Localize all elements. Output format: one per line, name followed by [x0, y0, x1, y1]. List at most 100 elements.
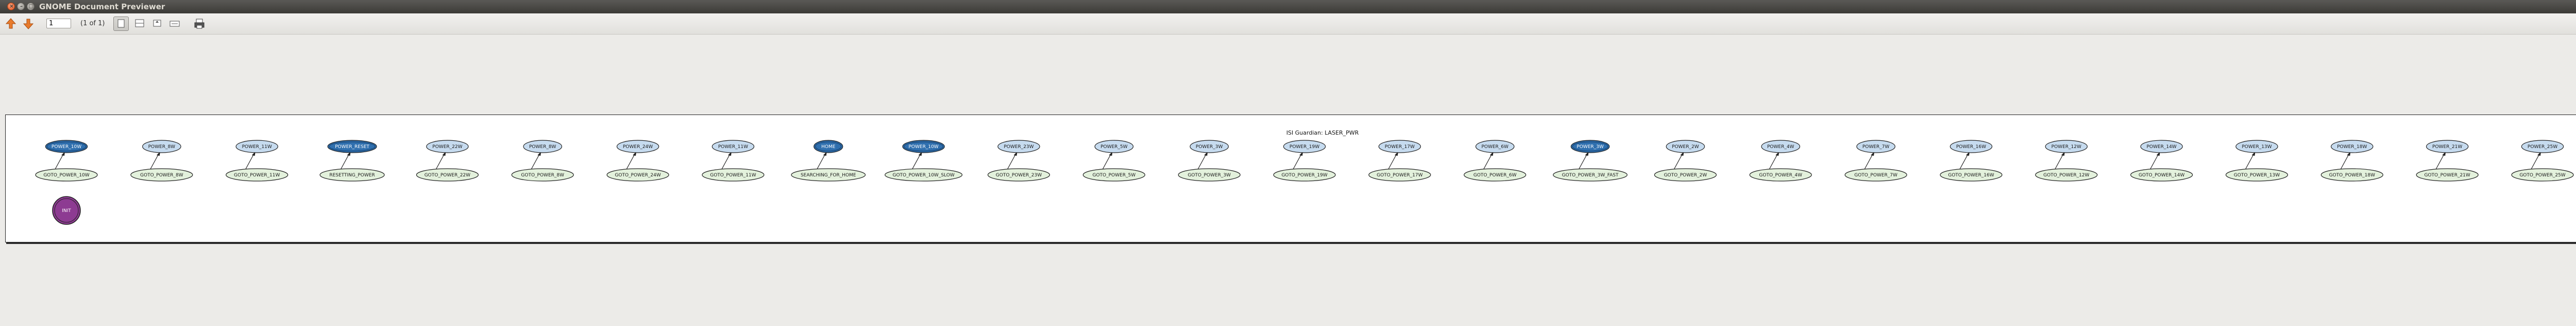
state-node-label: POWER_4W [1767, 144, 1794, 150]
transition-node: GOTO_POWER_25W [2511, 168, 2574, 182]
transition-node-label: GOTO_POWER_3W_FAST [1562, 173, 1619, 178]
transition-node: GOTO_POWER_24W [606, 168, 669, 182]
state-node-label: POWER_3W [1196, 144, 1223, 150]
transition-node-label: GOTO_POWER_13W [2234, 173, 2280, 178]
state-node: POWER_24W [616, 140, 659, 153]
zoom-width-icon [170, 21, 180, 27]
state-node-label: POWER_8W [529, 144, 556, 150]
state-node: POWER_11W [711, 140, 755, 153]
state-node-label: POWER_14W [2147, 144, 2177, 150]
transition-node: GOTO_POWER_5W [1082, 168, 1145, 182]
state-node: POWER_7W [1856, 140, 1895, 153]
go-down-icon [23, 19, 34, 29]
transition-node: GOTO_POWER_12W [2035, 168, 2098, 182]
transition-node: GOTO_POWER_7W [1844, 168, 1907, 182]
state-node-label: POWER_11W [718, 144, 748, 150]
state-node: POWER_12W [2045, 140, 2088, 153]
state-node-label: POWER_12W [2052, 144, 2081, 150]
state-node: POWER_3W [1570, 140, 1610, 153]
state-node-label: POWER_24W [623, 144, 653, 150]
previous-page-button[interactable] [3, 17, 19, 31]
transition-node: GOTO_POWER_19W [1273, 168, 1336, 182]
continuous-view-button[interactable] [132, 17, 147, 31]
state-node-label: POWER_16W [1956, 144, 1986, 150]
transition-node-label: GOTO_POWER_11W [234, 173, 280, 178]
minimize-icon: – [20, 4, 23, 9]
next-page-button[interactable] [21, 17, 36, 31]
state-node: POWER_18W [2331, 140, 2374, 153]
state-node: HOME [814, 140, 843, 153]
transition-node-label: GOTO_POWER_2W [1664, 173, 1707, 178]
init-node-label: INIT [62, 208, 71, 214]
transition-node-label: GOTO_POWER_11W [710, 173, 756, 178]
transition-node: GOTO_POWER_14W [2130, 168, 2193, 182]
page-number-input[interactable] [46, 19, 71, 28]
minimize-window-button[interactable]: – [17, 3, 25, 10]
continuous-icon [135, 19, 144, 27]
transition-node: GOTO_POWER_11W [226, 168, 289, 182]
state-node: POWER_19W [1283, 140, 1326, 153]
transition-node: GOTO_POWER_16W [1940, 168, 2003, 182]
transition-node-label: GOTO_POWER_7W [1854, 173, 1897, 178]
transition-node: GOTO_POWER_11W [702, 168, 765, 182]
transition-node-label: GOTO_POWER_21W [2424, 173, 2470, 178]
maximize-window-button[interactable]: □ [27, 3, 35, 10]
transition-node: GOTO_POWER_21W [2416, 168, 2479, 182]
state-node: POWER_2W [1666, 140, 1705, 153]
transition-node-label: GOTO_POWER_4W [1759, 173, 1802, 178]
transition-node-label: GOTO_POWER_8W [140, 173, 183, 178]
transition-node-label: SEARCHING_FOR_HOME [801, 173, 856, 178]
state-node-label: POWER_10W [52, 144, 81, 150]
transition-node-label: GOTO_POWER_8W [521, 173, 564, 178]
transition-node-label: GOTO_POWER_12W [2043, 173, 2089, 178]
transition-node-label: GOTO_POWER_18W [2329, 173, 2375, 178]
transition-node: GOTO_POWER_23W [987, 168, 1050, 182]
print-button[interactable] [192, 17, 207, 31]
init-node: INIT [52, 196, 81, 225]
transition-node-label: GOTO_POWER_16W [1948, 173, 1994, 178]
state-node: POWER_10W [45, 140, 88, 153]
state-node-label: POWER_21W [2432, 144, 2462, 150]
transition-node-label: GOTO_POWER_6W [1473, 173, 1517, 178]
transition-node: GOTO_POWER_10W_SLOW [885, 168, 963, 182]
transition-node: GOTO_POWER_6W [1464, 168, 1527, 182]
transition-node: GOTO_POWER_18W [2320, 168, 2383, 182]
state-node-label: POWER_19W [1290, 144, 1319, 150]
close-window-button[interactable]: × [7, 3, 15, 10]
state-node: POWER_10W [902, 140, 945, 153]
maximize-icon: □ [28, 4, 34, 9]
state-node: POWER_16W [1950, 140, 1993, 153]
state-node-label: POWER_25W [2528, 144, 2557, 150]
transition-node-label: GOTO_POWER_5W [1092, 173, 1136, 178]
state-node-label: POWER_3W [1577, 144, 1604, 150]
window-title: GNOME Document Previewer [39, 2, 165, 11]
state-node: POWER_17W [1378, 140, 1421, 153]
zoom-width-button[interactable] [167, 17, 182, 31]
graph-title: ISI Guardian: LASER_PWR [1286, 129, 1359, 136]
transition-node-label: GOTO_POWER_24W [615, 173, 660, 178]
state-node-label: POWER_17W [1385, 144, 1415, 150]
page-count-label: (1 of 1) [80, 20, 105, 27]
transition-node-label: GOTO_POWER_23W [996, 173, 1042, 178]
document-page: ISI Guardian: LASER_PWR POWER_10W GOTO_PO… [5, 115, 2576, 242]
transition-node: GOTO_POWER_8W [130, 168, 193, 182]
transition-node: SEARCHING_FOR_HOME [791, 168, 866, 182]
single-page-button[interactable] [113, 17, 129, 31]
transition-node-label: GOTO_POWER_14W [2139, 173, 2184, 178]
transition-node-label: GOTO_POWER_17W [1377, 173, 1422, 178]
close-icon: × [9, 4, 14, 9]
transition-node: GOTO_POWER_3W_FAST [1553, 168, 1628, 182]
transition-node: GOTO_POWER_13W [2225, 168, 2289, 182]
state-node-label: POWER_6W [1481, 144, 1509, 150]
state-node-label: POWER_13W [2242, 144, 2272, 150]
transition-node-label: GOTO_POWER_3W [1188, 173, 1231, 178]
state-node: POWER_8W [523, 140, 563, 153]
transition-node-label: GOTO_POWER_25W [2519, 173, 2565, 178]
state-node: POWER_21W [2426, 140, 2469, 153]
zoom-fit-button[interactable] [149, 17, 165, 31]
state-node: POWER_11W [235, 140, 278, 153]
state-node: POWER_8W [142, 140, 181, 153]
state-node: POWER_13W [2235, 140, 2278, 153]
state-node-label: POWER_RESET [335, 144, 369, 150]
state-node-label: POWER_22W [432, 144, 462, 150]
